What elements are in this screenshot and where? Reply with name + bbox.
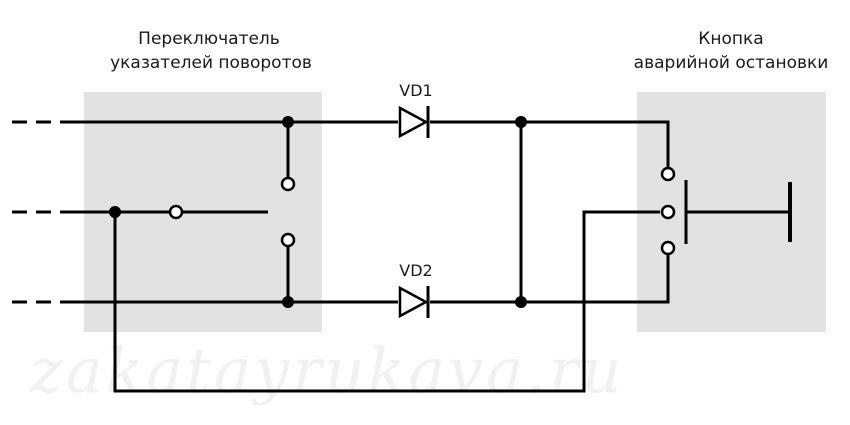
top-wire-right [430,120,670,170]
junction-bus-top [515,116,527,128]
junction-switch-bottom [282,296,294,308]
switch-terminal-bottom [280,232,296,248]
switch-title-line2: указателей поворотов [110,53,312,73]
switch-terminal-top [280,176,296,192]
bottom-wire-right [430,250,670,304]
diode-vd1-symbol [398,105,430,139]
watermark: zakatayrukava.ru [29,334,624,407]
button-terminal-middle [660,204,676,220]
button-terminal-bottom [660,240,676,256]
button-title-line1: Кнопка [698,29,763,49]
junction-switch-top [282,116,294,128]
junction-middle [109,206,121,218]
button-terminal-top [660,166,676,182]
diode-vd2-symbol [398,285,430,319]
diode-vd1-label: VD1 [399,81,432,100]
junction-bus-bottom [515,296,527,308]
diode-vd2-label: VD2 [399,261,432,280]
switch-title-line1: Переключатель [138,29,280,49]
switch-lever-pivot [168,204,184,220]
button-title-line2: аварийной остановки [634,53,829,73]
return-wire [113,210,660,393]
